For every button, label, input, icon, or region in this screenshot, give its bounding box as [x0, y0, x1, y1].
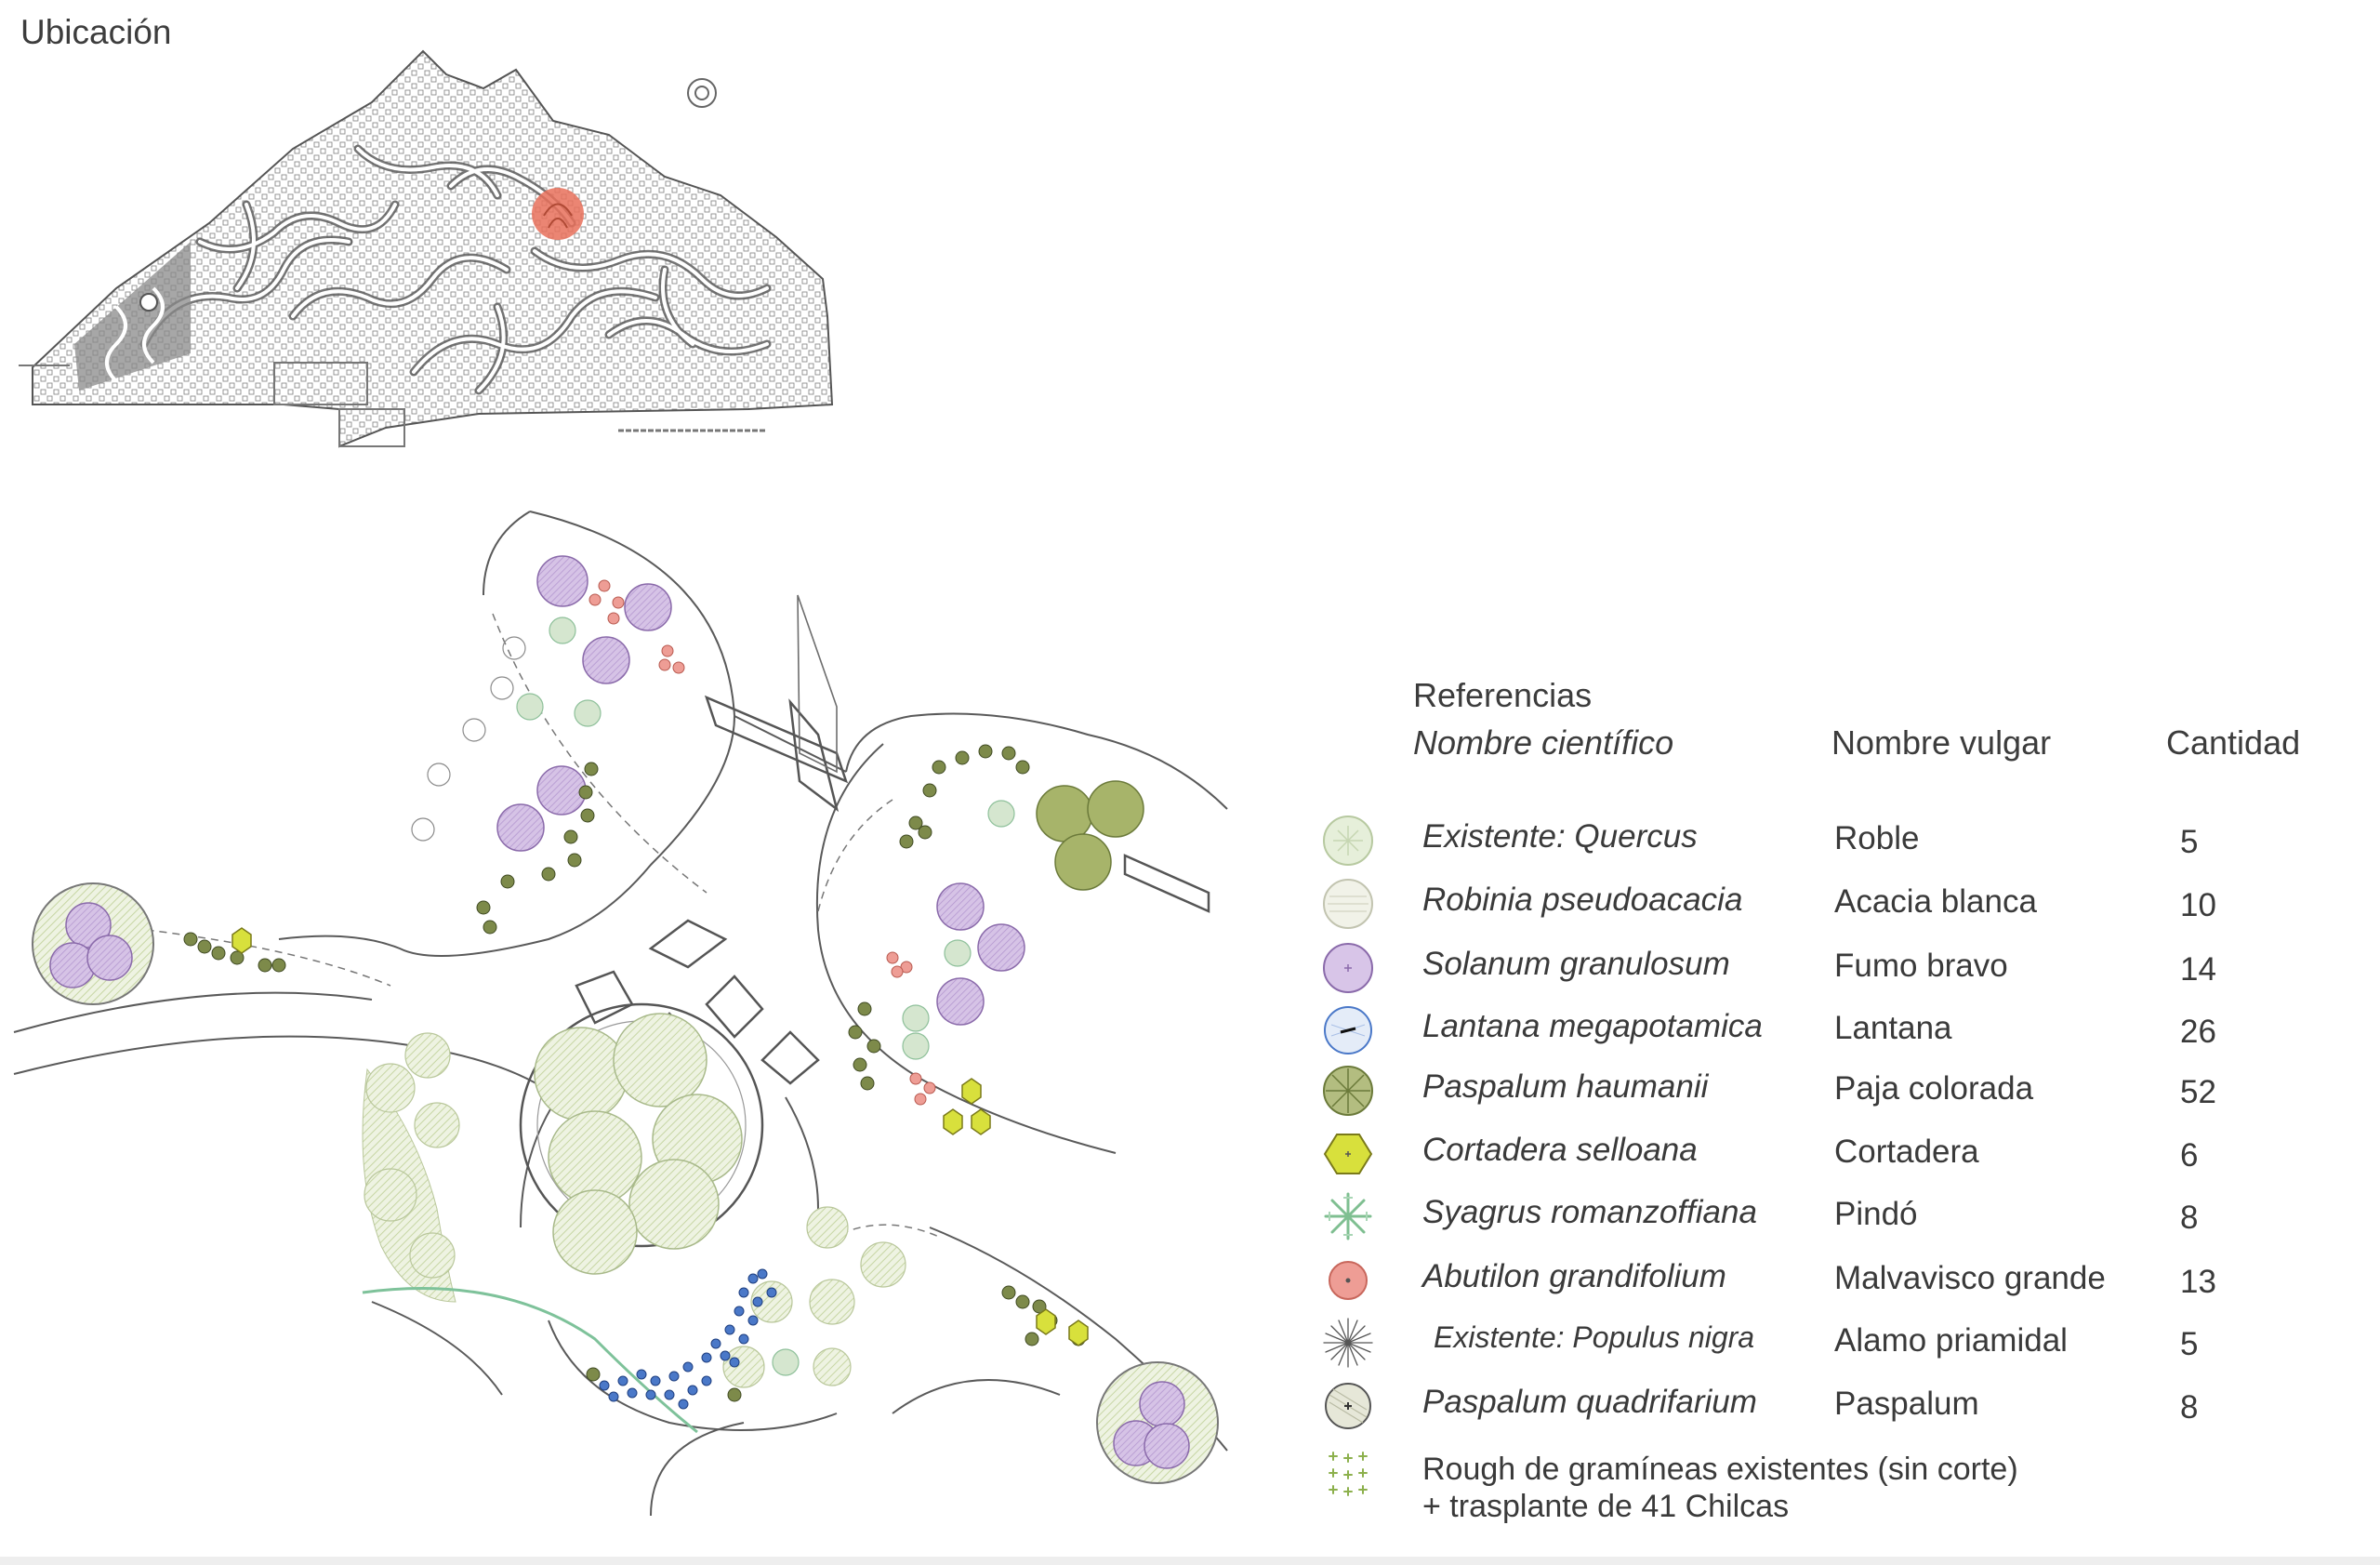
- legend-row-syagrus: Syagrus romanzoffiana Pindó 8: [1302, 1185, 2371, 1246]
- scientific-name: Robinia pseudoacacia: [1422, 882, 1743, 918]
- quantity-value: 5: [2180, 824, 2199, 860]
- legend-row-quercus: Existente: Quercus Roble 5: [1302, 809, 2371, 870]
- robinia-canopy-icon: [1323, 879, 1373, 929]
- bottom-border: [0, 1557, 2380, 1565]
- header-scientific-name: Nombre científico: [1413, 723, 1674, 762]
- scientific-name: Syagrus romanzoffiana: [1422, 1194, 1757, 1230]
- solanum-circle-icon: [1323, 943, 1373, 993]
- quantity-value: 5: [2180, 1326, 2199, 1362]
- header-common-name: Nombre vulgar: [1831, 723, 2052, 762]
- legend-title: Referencias: [1413, 676, 1593, 714]
- legend-row-populus: Existente: Populus nigra Alamo priamidal…: [1302, 1311, 2371, 1373]
- cortadera-hexagon-icon: [1323, 1134, 1373, 1174]
- scientific-name: Solanum granulosum: [1422, 946, 1730, 982]
- legend-row-rough-grasses: Rough de gramíneas existentes (sin corte…: [1302, 1443, 2371, 1527]
- palm-frond-icon: [1324, 1192, 1372, 1240]
- paspalum-haumanii-icon: [1323, 1066, 1373, 1116]
- lantana-circle-icon: [1324, 1006, 1372, 1054]
- quantity-value: 8: [2180, 1200, 2199, 1236]
- quantity-value: 6: [2180, 1137, 2199, 1174]
- quantity-value: 52: [2180, 1074, 2216, 1110]
- common-name: Lantana: [1834, 1010, 1952, 1046]
- legend-row-paspalum-haumanii: Paspalum haumanii Paja colorada 52: [1302, 1059, 2371, 1121]
- legend-row-abutilon: Abutilon grandifolium Malvavisco grande …: [1302, 1249, 2371, 1310]
- quantity-value: 26: [2180, 1014, 2216, 1050]
- scientific-name: Lantana megapotamica: [1422, 1008, 1763, 1044]
- quantity-value: 8: [2180, 1389, 2199, 1426]
- common-name: Acacia blanca: [1834, 883, 2037, 920]
- common-name: Roble: [1834, 820, 1920, 856]
- scientific-name: Cortadera selloana: [1422, 1132, 1698, 1168]
- quantity-value: 10: [2180, 887, 2216, 923]
- grass-cross-icon: [1329, 1452, 1368, 1496]
- quercus-canopy-icon: [1323, 816, 1373, 866]
- common-name: Paspalum: [1834, 1386, 1979, 1422]
- location-title: Ubicación: [20, 13, 172, 51]
- common-name: Paja colorada: [1834, 1070, 2034, 1107]
- quantity-value: 13: [2180, 1264, 2216, 1300]
- quantity-value: 14: [2180, 951, 2216, 988]
- common-name: Pindó: [1834, 1196, 1918, 1232]
- header-quantity: Cantidad: [2166, 723, 2301, 762]
- populus-star-icon: [1323, 1318, 1373, 1368]
- legend-row-cortadera: Cortadera selloana Cortadera 6: [1302, 1122, 2371, 1184]
- scientific-name: Existente: Populus nigra: [1434, 1320, 1755, 1354]
- common-name: Malvavisco grande: [1834, 1260, 2106, 1296]
- legend-row-robinia: Robinia pseudoacacia Acacia blanca 10: [1302, 872, 2371, 934]
- legend-row-solanum: Solanum granulosum Fumo bravo 14: [1302, 936, 2371, 998]
- scientific-name: Paspalum haumanii: [1422, 1068, 1709, 1105]
- scientific-name: Existente: Quercus: [1422, 818, 1698, 855]
- location-site-map: [19, 49, 834, 448]
- common-name: Alamo priamidal: [1834, 1322, 2068, 1359]
- paspalum-quadrifarium-icon: [1325, 1383, 1371, 1429]
- legend: Referencias Nombre científico Nombre vul…: [1302, 676, 2371, 1534]
- common-name: Fumo bravo: [1834, 948, 2008, 984]
- rough-grasses-line-2: + trasplante de 41 Chilcas: [1422, 1489, 1790, 1524]
- planting-plan: [13, 511, 1228, 1517]
- abutilon-circle-icon: [1329, 1261, 1368, 1300]
- rough-grasses-line-1: Rough de gramíneas existentes (sin corte…: [1422, 1452, 2018, 1487]
- scientific-name: Abutilon grandifolium: [1422, 1258, 1726, 1294]
- scientific-name: Paspalum quadrifarium: [1422, 1384, 1757, 1420]
- legend-row-paspalum-quadrifarium: Paspalum quadrifarium Paspalum 8: [1302, 1374, 2371, 1436]
- legend-row-lantana: Lantana megapotamica Lantana 26: [1302, 999, 2371, 1060]
- common-name: Cortadera: [1834, 1134, 1979, 1170]
